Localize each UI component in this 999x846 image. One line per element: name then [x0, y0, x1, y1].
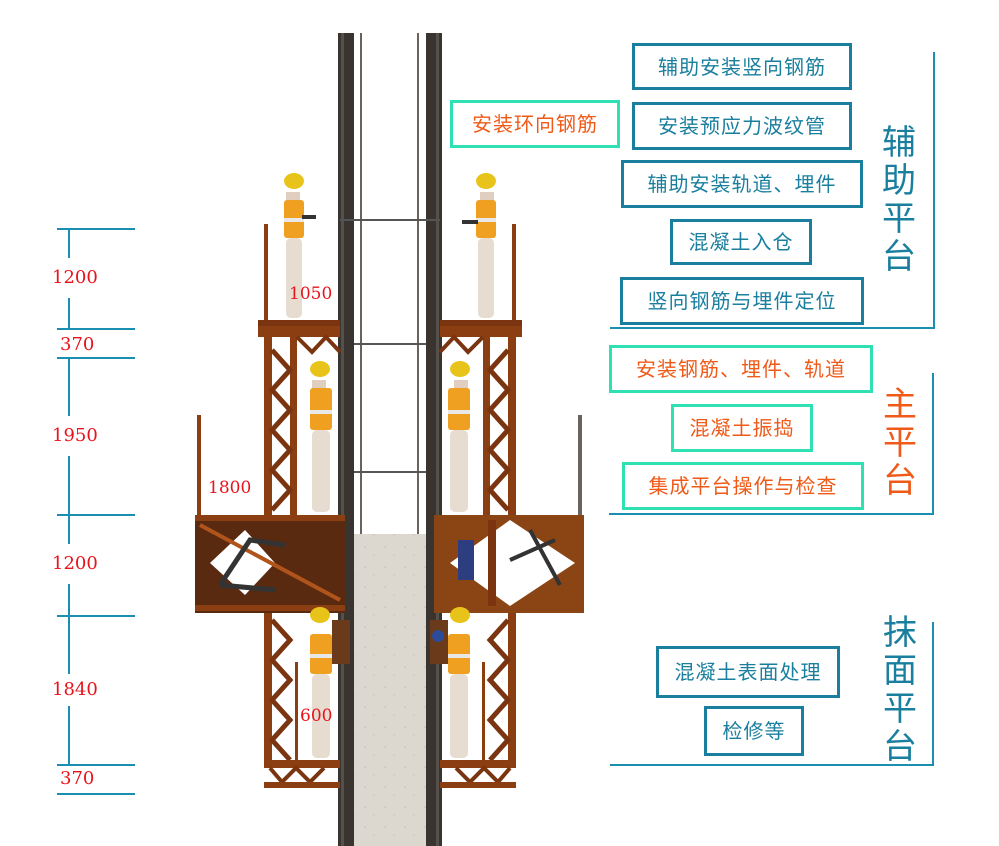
worker-finishing-left — [310, 607, 350, 758]
main-platform-left — [195, 515, 345, 613]
aux-guardrail-right — [512, 224, 516, 320]
finishing-guardrail-right — [482, 662, 485, 760]
dimension-label: 370 — [60, 768, 95, 789]
concrete-wall — [352, 534, 428, 846]
worker-main-left — [310, 361, 332, 512]
worker-finishing-right — [430, 607, 470, 758]
group-bracket — [933, 52, 935, 329]
main-platform-right — [434, 515, 584, 613]
dimension-label: 1200 — [52, 553, 98, 574]
worker-main-right — [448, 361, 470, 512]
dimension-label: 1200 — [52, 267, 98, 288]
guide-rail-left — [338, 33, 354, 846]
group-title-char: 主 — [883, 385, 917, 425]
aux-deck-right — [440, 320, 522, 326]
finishing-guardrail-left — [295, 662, 298, 760]
guide-rail-right — [426, 33, 442, 846]
group-title-char: 平 — [882, 199, 916, 239]
worker-aux-right — [462, 173, 496, 318]
group-title-char: 辅 — [882, 123, 916, 163]
task-box: 安装钢筋、埋件、轨道 — [609, 345, 873, 393]
group-bracket — [932, 622, 934, 766]
group-title: 抹面平台 — [880, 614, 920, 766]
task-box: 混凝土表面处理 — [656, 646, 840, 698]
aux-deck-left — [258, 320, 340, 326]
task-box: 辅助安装竖向钢筋 — [632, 43, 852, 90]
group-title-char: 助 — [882, 161, 916, 201]
group-bracket — [932, 373, 934, 515]
aux-guardrail-left — [264, 224, 268, 320]
group-title: 主平台 — [880, 386, 920, 500]
group-title-char: 平 — [883, 689, 917, 729]
task-box: 集成平台操作与检查 — [622, 462, 864, 510]
group-title-char: 平 — [883, 423, 917, 463]
aux-guardrail-height-label: 1050 — [289, 284, 333, 304]
task-box: 检修等 — [704, 706, 804, 756]
task-box: 混凝土振捣 — [671, 404, 813, 452]
dimension-label: 1840 — [52, 679, 98, 700]
dimension-scale — [57, 228, 135, 795]
group-title-char: 台 — [883, 461, 917, 501]
group-title-char: 台 — [883, 727, 917, 767]
task-box: 竖向钢筋与埋件定位 — [620, 277, 864, 325]
main-guardrail-left — [197, 415, 201, 515]
group-bracket — [609, 513, 934, 515]
task-box: 辅助安装轨道、埋件 — [621, 160, 863, 208]
group-title-char: 抹 — [883, 613, 917, 653]
main-guardrail-height-label: 1800 — [208, 478, 252, 498]
group-bracket — [610, 764, 934, 766]
main-guardrail-right — [578, 415, 582, 515]
worker-aux-left — [284, 173, 316, 318]
task-box: 安装预应力波纹管 — [632, 102, 852, 150]
group-title-char: 面 — [883, 651, 917, 691]
group-bracket — [610, 327, 935, 329]
task-box-ring-rebar: 安装环向钢筋 — [450, 100, 620, 148]
finishing-guardrail-height-label: 600 — [300, 706, 333, 726]
dimension-label: 370 — [60, 334, 95, 355]
dimension-label: 1950 — [52, 425, 98, 446]
group-title-char: 台 — [882, 237, 916, 277]
group-title: 辅助平台 — [879, 124, 919, 276]
task-box: 混凝土入仓 — [670, 219, 812, 265]
